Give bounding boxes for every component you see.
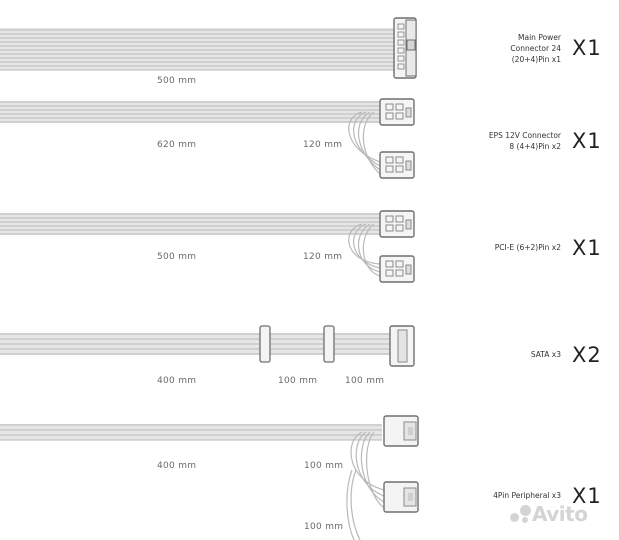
length-label: 120 mm — [303, 140, 343, 150]
main-power-cable-wires — [0, 28, 396, 71]
peripheral-cable-wires — [0, 424, 385, 540]
eps-cable-wires — [0, 101, 381, 175]
quantity-label: X1 — [572, 36, 602, 60]
sata-connector-3 — [389, 325, 415, 367]
cable-description: PCI-E (6+2)Pin x2 — [451, 242, 561, 253]
length-label: 100 mm — [345, 376, 385, 386]
atx-24pin-connector — [393, 17, 417, 79]
pcie-cable-wires — [0, 213, 381, 277]
cable-description: EPS 12V Connector 8 (4+4)Pin x2 — [451, 130, 561, 152]
description-line: Connector 24 — [510, 44, 561, 53]
pcie-connector-bottom — [379, 255, 415, 283]
quantity-label: X1 — [572, 236, 602, 260]
length-label: 100 mm — [304, 522, 344, 532]
description-line: 8 (4+4)Pin x2 — [509, 142, 561, 151]
molex-connector-1 — [383, 415, 419, 447]
quantity-label: X1 — [572, 129, 602, 153]
description-line: EPS 12V Connector — [488, 131, 561, 140]
length-label: 500 mm — [157, 76, 197, 86]
avito-watermark: Avito — [510, 502, 588, 526]
description-line: (20+4)Pin x1 — [511, 55, 561, 64]
eps-connector-top — [379, 98, 415, 126]
watermark-dots-icon — [510, 505, 532, 523]
sata-connector-2 — [323, 325, 335, 363]
cable-description: 4Pin Peripheral x3 — [451, 490, 561, 501]
description-line: SATA x3 — [530, 350, 561, 359]
molex-connector-2 — [383, 481, 419, 513]
length-label: 120 mm — [303, 252, 343, 262]
length-label: 620 mm — [157, 140, 197, 150]
eps-connector-bottom — [379, 151, 415, 179]
length-label: 500 mm — [157, 252, 197, 262]
sata-connector-1 — [259, 325, 271, 363]
pcie-connector-top — [379, 210, 415, 238]
cable-description: Main Power Connector 24 (20+4)Pin x1 — [451, 32, 561, 65]
length-label: 100 mm — [278, 376, 318, 386]
length-label: 400 mm — [157, 376, 197, 386]
quantity-label: X2 — [572, 343, 602, 367]
length-label: 400 mm — [157, 461, 197, 471]
watermark-text: Avito — [532, 502, 588, 526]
cable-description: SATA x3 — [451, 349, 561, 360]
quantity-label: X1 — [572, 484, 602, 508]
description-line: 4Pin Peripheral x3 — [493, 491, 561, 500]
length-label: 100 mm — [304, 461, 344, 471]
description-line: PCI-E (6+2)Pin x2 — [494, 243, 561, 252]
description-line: Main Power — [518, 33, 561, 42]
